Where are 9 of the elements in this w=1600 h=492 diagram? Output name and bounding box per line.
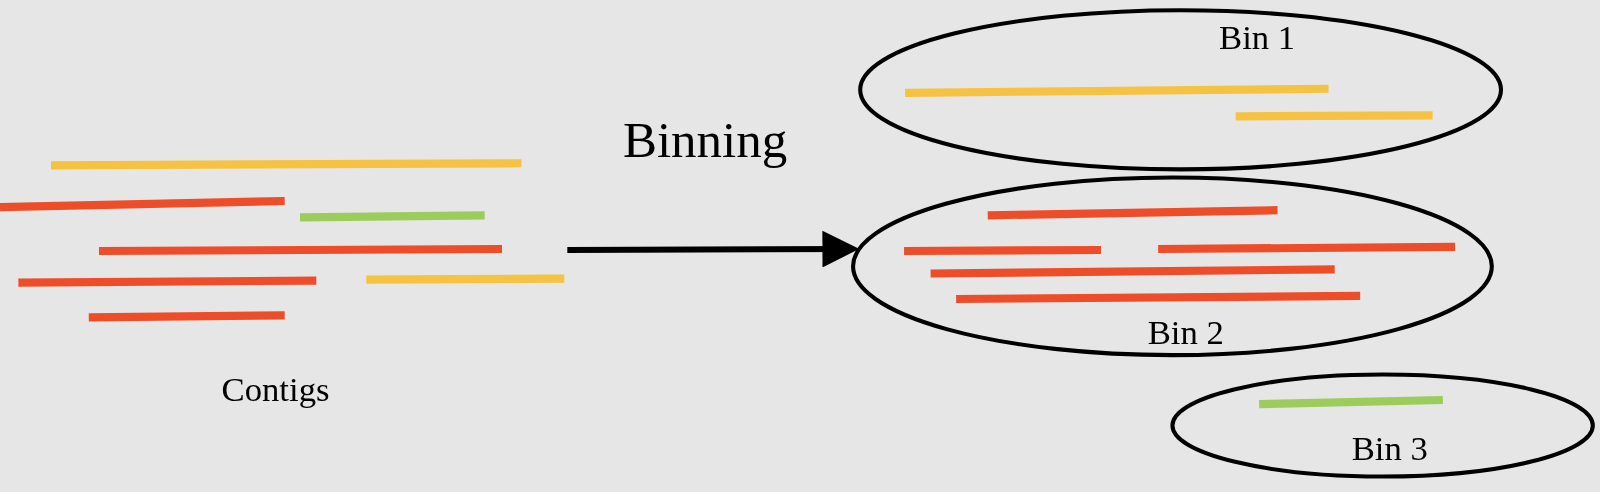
bin-ellipse [858, 8, 1504, 172]
bin-ellipse [851, 175, 1494, 358]
bin-label: Bin 3 [1351, 431, 1428, 467]
bin-label: Bin 1 [1219, 20, 1296, 56]
bin-ellipse [1170, 372, 1595, 479]
bin-label: Bin 2 [1147, 315, 1224, 350]
group-label: Contigs [221, 372, 330, 408]
edge-label: Binning [622, 114, 788, 166]
arrow [567, 230, 860, 268]
